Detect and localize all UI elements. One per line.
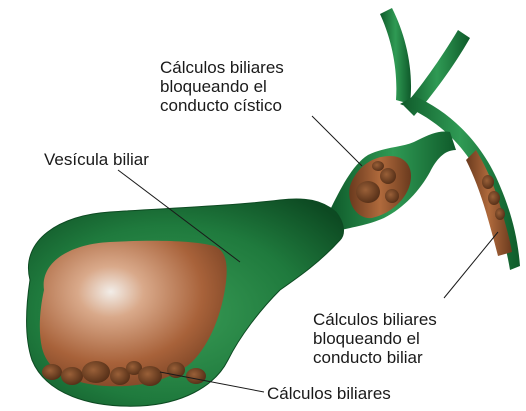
label-cystic-duct-stones: Cálculos biliares bloqueando el conducto… [160,58,284,115]
label-gallstones: Cálculos biliares [267,384,391,403]
hepatic-ducts [380,8,470,116]
label-bile-duct-stones: Cálculos biliares bloqueando el conducto… [313,310,437,367]
leader-cystic [312,116,362,166]
leader-bile-duct [444,232,498,298]
label-gallbladder: Vesícula biliar [44,150,149,169]
